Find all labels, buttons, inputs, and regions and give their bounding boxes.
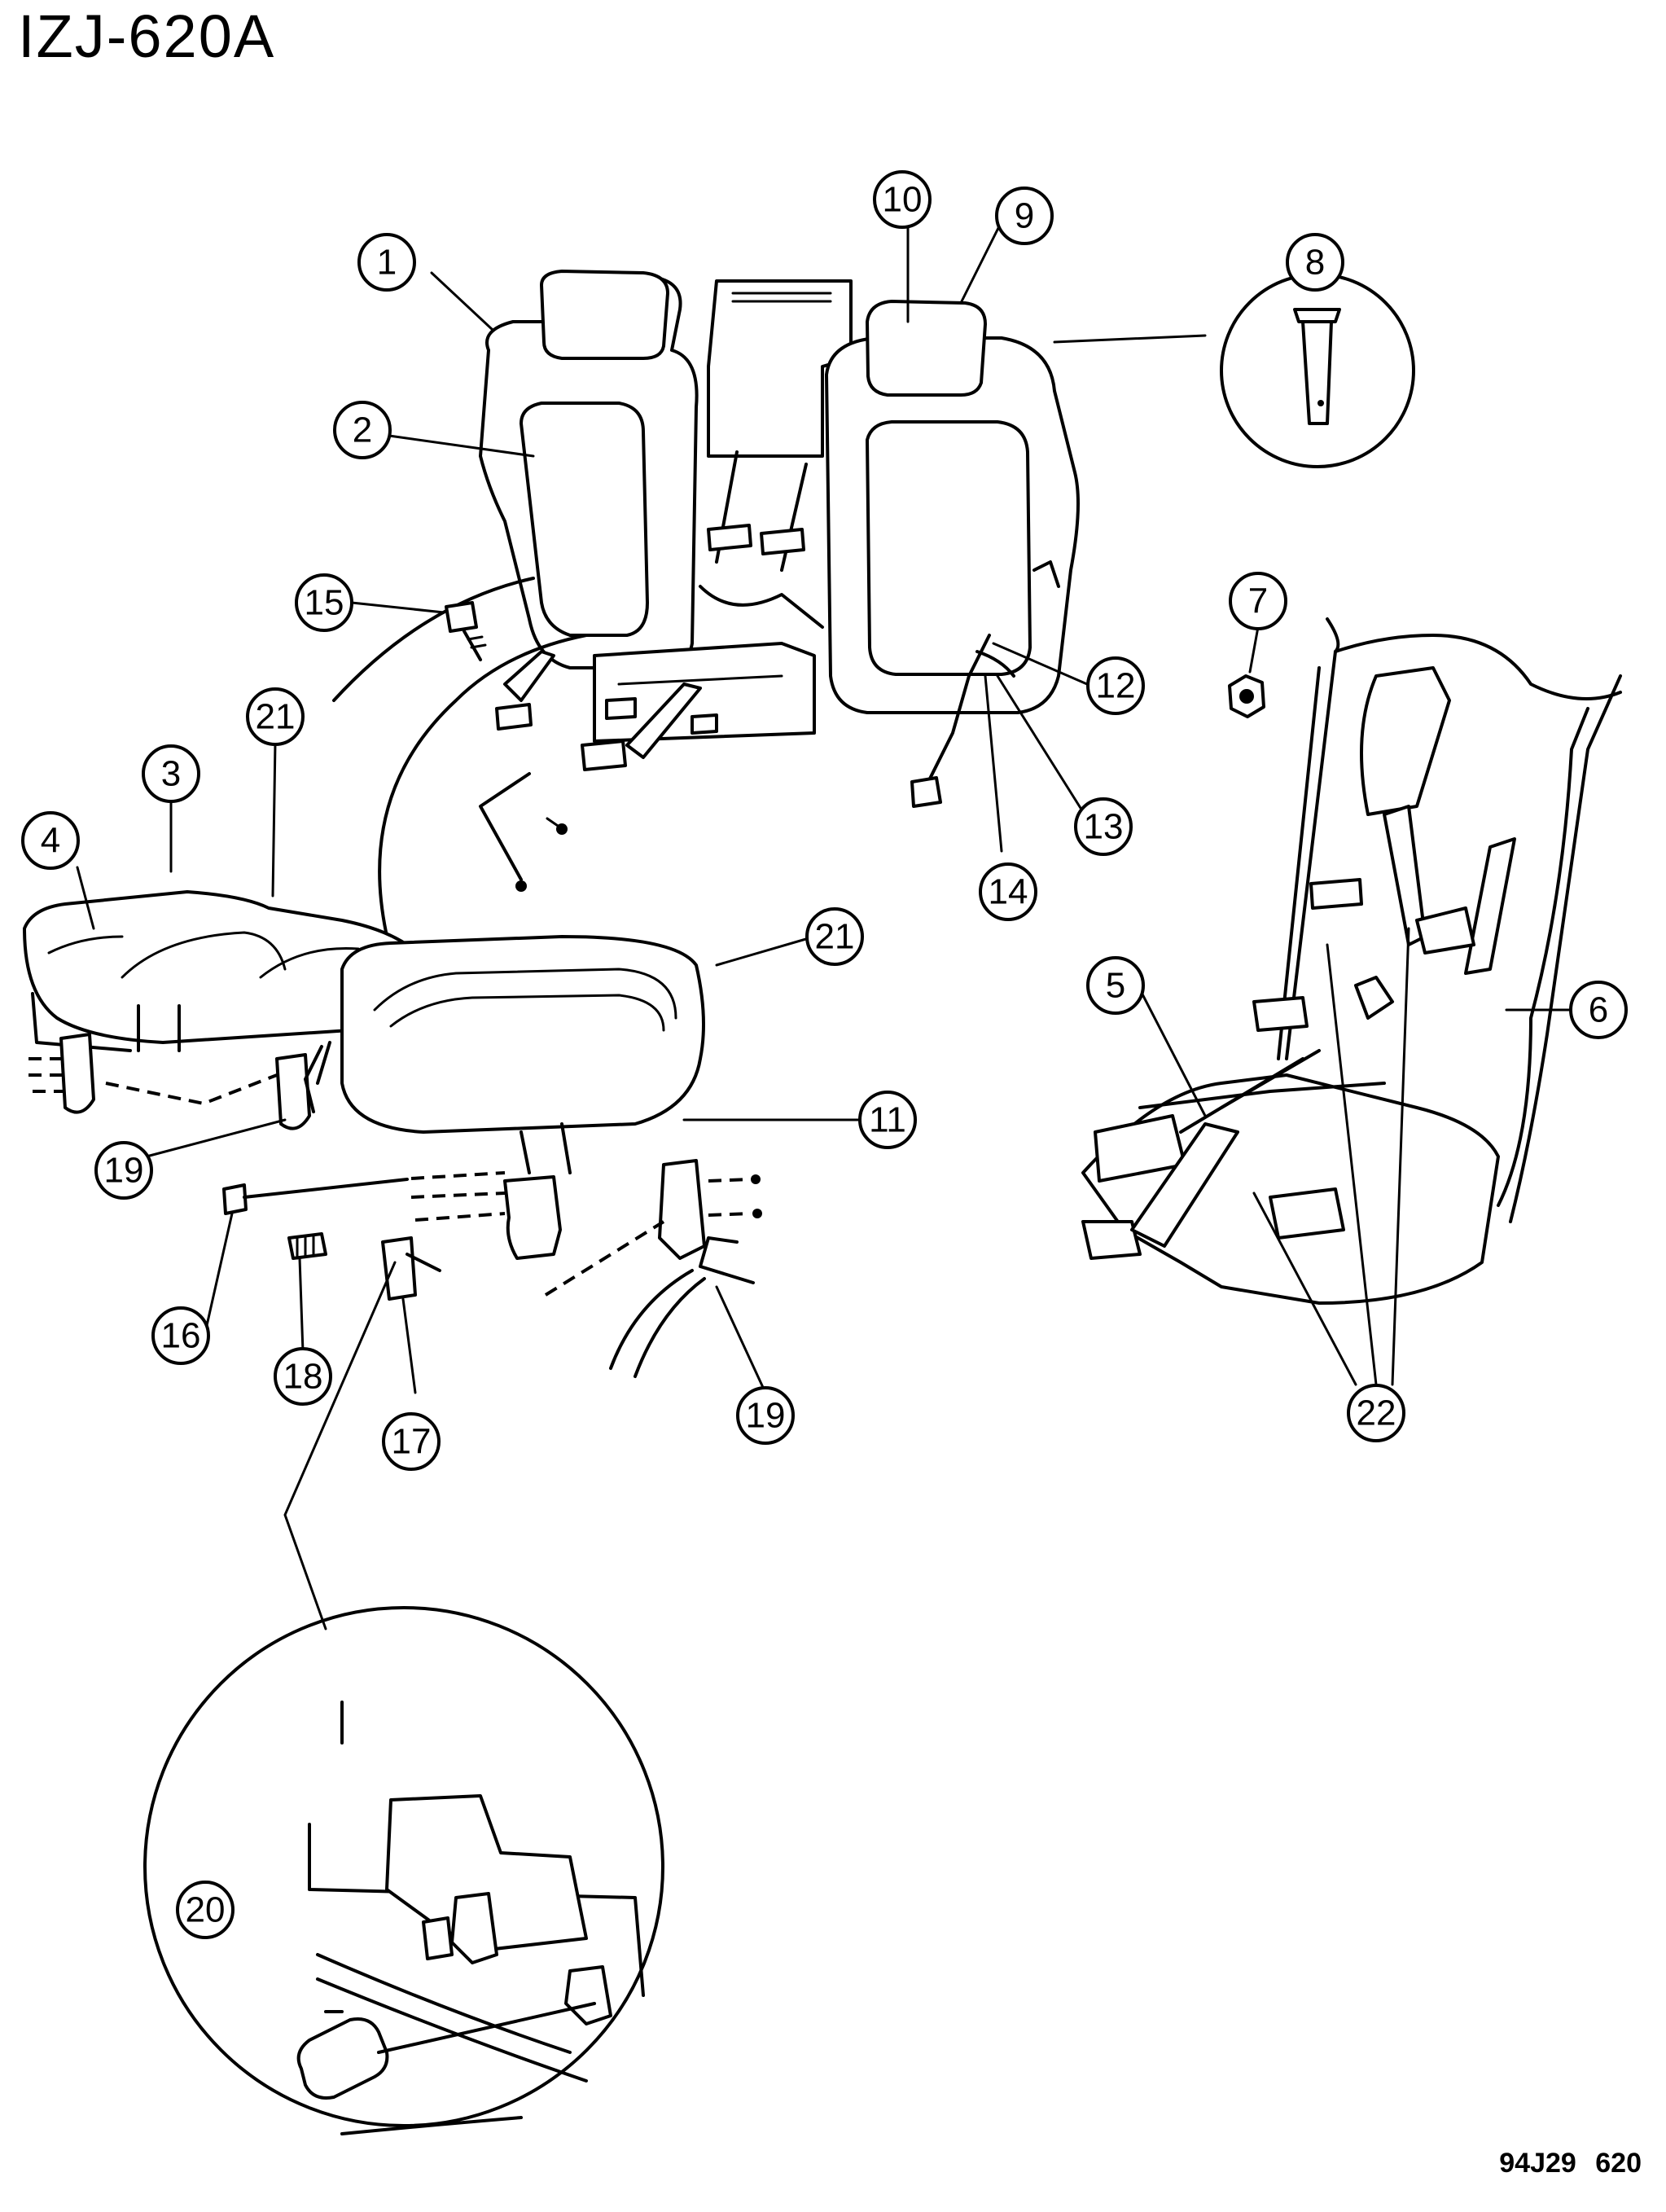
callout-7: 7: [1229, 572, 1287, 630]
callout-label: 14: [989, 872, 1028, 912]
callout-label: 15: [305, 583, 344, 623]
callout-label: 11: [869, 1100, 906, 1140]
callout-18: 18: [274, 1347, 332, 1406]
pin-detail-inset: [1220, 273, 1415, 468]
callout-label: 19: [746, 1396, 786, 1436]
callout-19: 19: [736, 1386, 795, 1445]
callout-label: 8: [1305, 243, 1325, 283]
callout-3: 3: [142, 744, 200, 803]
callout-12: 12: [1086, 656, 1145, 715]
callout-label: 6: [1589, 990, 1608, 1030]
callout-label: 17: [392, 1422, 432, 1462]
cover-detail-inset: [143, 1606, 664, 2135]
callout-16: 16: [151, 1306, 210, 1365]
callout-19: 19: [94, 1141, 153, 1200]
callout-21: 21: [246, 687, 305, 746]
callout-21: 21: [805, 907, 864, 966]
seat-cushion-assembly: [23, 890, 705, 1174]
callout-label: 19: [104, 1151, 144, 1191]
floor-outline-line: [332, 577, 535, 702]
nut-part: [1228, 674, 1265, 718]
callout-4: 4: [21, 811, 80, 870]
callout-20: 20: [176, 1881, 235, 1939]
bolt-part: [445, 601, 487, 661]
footer-code: 94J29 620: [1499, 2148, 1642, 2179]
callout-1: 1: [357, 233, 416, 292]
callout-label: 2: [353, 410, 372, 450]
callout-11: 11: [858, 1091, 917, 1149]
callout-label: 3: [161, 754, 181, 794]
callout-label: 1: [377, 243, 397, 283]
callout-2: 2: [333, 401, 392, 459]
callout-label: 12: [1096, 666, 1136, 706]
callout-9: 9: [995, 187, 1054, 245]
callout-label: 7: [1248, 582, 1268, 621]
callout-8: 8: [1286, 233, 1344, 292]
callout-label: 20: [186, 1890, 226, 1930]
callout-label: 22: [1357, 1393, 1396, 1433]
callout-17: 17: [382, 1412, 441, 1471]
callout-label: 18: [283, 1357, 323, 1397]
seat-back-assembly: [479, 270, 1080, 892]
callout-15: 15: [295, 573, 353, 632]
callout-label: 5: [1106, 966, 1125, 1006]
floor-outline-line: [378, 634, 588, 955]
callout-13: 13: [1074, 797, 1133, 856]
seat-belt-assembly: [1081, 617, 1622, 1305]
callout-5: 5: [1086, 956, 1145, 1015]
diagram-title: IZJ-620A: [18, 2, 276, 70]
callout-10: 10: [873, 170, 932, 229]
callout-22: 22: [1347, 1384, 1405, 1442]
callout-label: 4: [41, 821, 60, 861]
callout-label: 13: [1084, 807, 1124, 847]
callout-label: 21: [815, 917, 855, 957]
leader-lines: [76, 194, 1573, 1630]
callout-label: 16: [161, 1316, 201, 1356]
callout-6: 6: [1569, 981, 1628, 1039]
callout-label: 21: [256, 697, 296, 737]
callout-label: 10: [883, 180, 923, 220]
callout-14: 14: [979, 862, 1037, 921]
callout-label: 9: [1015, 196, 1034, 236]
cushion-bracket-hardware: [222, 1159, 762, 1378]
